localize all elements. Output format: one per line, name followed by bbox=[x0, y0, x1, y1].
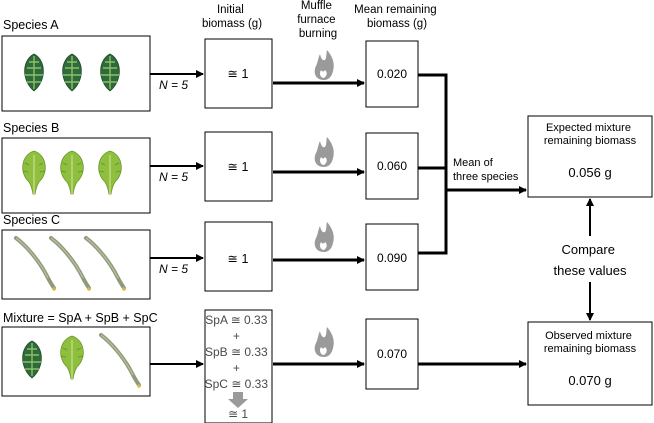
species-a-initial-box bbox=[204, 38, 273, 109]
species-c-remaining-value: 0.090 bbox=[377, 251, 407, 265]
compare-label: Compare these values bbox=[554, 242, 627, 278]
expected-box bbox=[527, 115, 653, 198]
species-b-n: N = 5 bbox=[159, 170, 188, 184]
observed-title: Observed mixture remaining biomass bbox=[544, 330, 637, 355]
species-c-label: Species C bbox=[3, 213, 60, 227]
species-b-initial-value: ≅ 1 bbox=[228, 160, 249, 174]
species-a-label: Species A bbox=[3, 18, 59, 32]
species-b-initial-box bbox=[204, 131, 273, 202]
flame-icon bbox=[314, 222, 334, 252]
compare-label-bg bbox=[545, 236, 637, 282]
observed-value: 0.070 g bbox=[568, 373, 611, 388]
species-a-initial-value: ≅ 1 bbox=[228, 67, 249, 81]
expected-title: Expected mixture remaining biomass bbox=[544, 122, 637, 147]
expected-value: 0.056 g bbox=[568, 165, 611, 180]
flame-icon bbox=[314, 50, 334, 80]
mixture-remaining-value: 0.070 bbox=[377, 347, 407, 361]
flame-icon bbox=[314, 137, 334, 167]
species-a-n: N = 5 bbox=[159, 78, 188, 92]
species-b-label: Species B bbox=[3, 121, 59, 135]
species-c-initial-box bbox=[204, 221, 273, 292]
species-c-remaining-box bbox=[365, 223, 419, 291]
mixture-composition: SpA ≅ 0.33 + SpB ≅ 0.33 + SpC ≅ 0.33 ≅ 1 bbox=[205, 313, 272, 421]
species-a-remaining-value: 0.020 bbox=[377, 67, 407, 81]
observed-box bbox=[527, 321, 653, 406]
species-c-n: N = 5 bbox=[159, 262, 188, 276]
header-mean-remaining: Mean remaining biomass (g) bbox=[354, 4, 440, 30]
mixture-remaining-box bbox=[365, 318, 419, 390]
species-a-remaining-box bbox=[365, 40, 419, 108]
down-arrow-icon bbox=[228, 392, 248, 408]
header-muffle-furnace: Muffle furnace burning bbox=[297, 0, 339, 40]
species-b-remaining-box bbox=[365, 132, 419, 200]
flame-icon bbox=[314, 327, 334, 357]
species-c-initial-value: ≅ 1 bbox=[228, 252, 249, 266]
mean-bracket bbox=[418, 73, 448, 255]
header-initial-biomass: Initial biomass (g) bbox=[202, 4, 262, 30]
species-b-remaining-value: 0.060 bbox=[377, 159, 407, 173]
mixture-label: Mixture = SpA + SpB + SpC bbox=[3, 311, 158, 325]
mean-of-three-label: Mean of three species bbox=[453, 157, 519, 183]
